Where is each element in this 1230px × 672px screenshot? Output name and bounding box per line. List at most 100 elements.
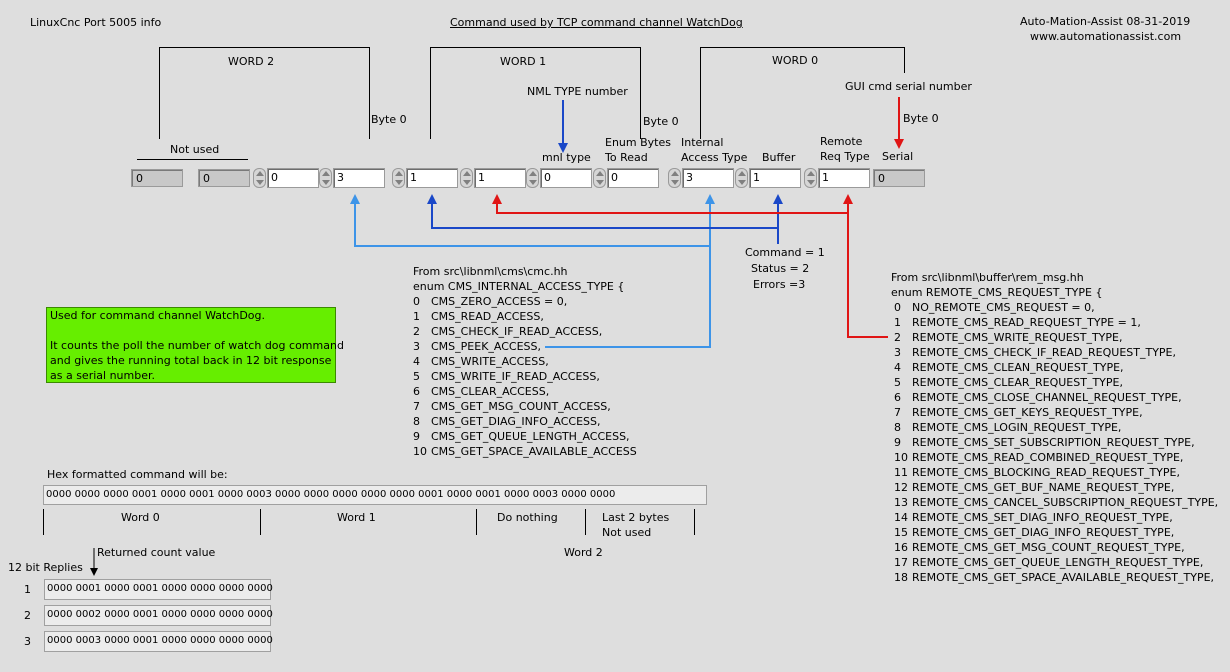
word2-bracket-left [159, 47, 160, 139]
returned-count-label: Returned count value [97, 546, 216, 559]
down-arrow-icon[interactable] [256, 180, 264, 185]
rem-enum-number: 4 [894, 361, 901, 374]
not-used-label: Not used [170, 143, 220, 156]
buffer-control[interactable]: 1 [735, 168, 801, 188]
reply-row-number: 3 [24, 635, 31, 648]
cmc-enum-number: 3 [413, 340, 420, 353]
rem-enum-item: REMOTE_CMS_CLOSE_CHANNEL_REQUEST_TYPE, [912, 391, 1182, 404]
hex-word2-label: Word 2 [564, 546, 603, 559]
serial-indicator-value: 0 [878, 172, 885, 185]
spinner-arrows[interactable] [593, 168, 606, 188]
numeric-field[interactable]: 0 [540, 168, 592, 188]
mnl-type-label: mnl type [542, 151, 591, 164]
note-line-4: as a serial number. [50, 369, 155, 382]
remote-label-2: Req Type [820, 150, 870, 163]
up-arrow-icon[interactable] [395, 171, 403, 176]
rem-enum-number: 0 [894, 301, 901, 314]
cmc-enum-item: CMS_GET_DIAG_INFO_ACCESS, [431, 415, 601, 428]
rem-enum-line: enum REMOTE_CMS_REQUEST_TYPE { [891, 286, 1103, 299]
up-arrow-icon[interactable] [596, 171, 604, 176]
hex-last2-label-2: Not used [602, 526, 652, 539]
cmc-enum-item: CMS_PEEK_ACCESS, [431, 340, 542, 353]
word1-byte-control-1[interactable]: 1 [392, 168, 458, 188]
spinner-arrows[interactable] [319, 168, 332, 188]
reply-row-number: 2 [24, 609, 31, 622]
down-arrow-icon[interactable] [596, 180, 604, 185]
word2-byte-control-1[interactable]: 0 [253, 168, 319, 188]
cmc-enum-number: 7 [413, 400, 420, 413]
command-legend: Command = 1 [745, 246, 825, 259]
rem-enum-item: REMOTE_CMS_SET_SUBSCRIPTION_REQUEST_TYPE… [912, 436, 1195, 449]
word2-bracket-right [369, 47, 370, 139]
down-arrow-icon[interactable] [529, 180, 537, 185]
cmc-enum-number: 8 [413, 415, 420, 428]
word1-red-connector [492, 194, 848, 214]
rem-enum-number: 13 [894, 496, 908, 509]
numeric-field[interactable]: 0 [607, 168, 659, 188]
down-arrow-icon[interactable] [807, 180, 815, 185]
peek-access-connector [545, 194, 715, 348]
rem-enum-item: REMOTE_CMS_READ_REQUEST_TYPE = 1, [912, 316, 1141, 329]
not-used-underline [137, 159, 248, 160]
spinner-arrows[interactable] [735, 168, 748, 188]
spinner-arrows[interactable] [526, 168, 539, 188]
cmc-enum-item: CMS_WRITE_IF_READ_ACCESS, [431, 370, 600, 383]
hex-last2-label-1: Last 2 bytes [602, 511, 670, 524]
cmc-enum-number: 2 [413, 325, 420, 338]
rem-enum-number: 5 [894, 376, 901, 389]
enum-bytes-control[interactable]: 0 [593, 168, 659, 188]
cmc-enum-item: CMS_ZERO_ACCESS = 0, [431, 295, 568, 308]
spinner-arrows[interactable] [668, 168, 681, 188]
cmc-enum-item: CMS_GET_SPACE_AVAILABLE_ACCESS [431, 445, 637, 458]
numeric-field[interactable]: 1 [406, 168, 458, 188]
up-arrow-icon[interactable] [671, 171, 679, 176]
note-line-3: and gives the running total back in 12 b… [50, 354, 332, 367]
spinner-arrows[interactable] [804, 168, 817, 188]
word1-byte-control-2[interactable]: 1 [460, 168, 526, 188]
hex-do-nothing-label: Do nothing [497, 511, 558, 524]
mnl-type-control[interactable]: 0 [526, 168, 592, 188]
rem-enum-number: 15 [894, 526, 908, 539]
numeric-field[interactable]: 3 [682, 168, 734, 188]
rem-enum-number: 17 [894, 556, 908, 569]
up-arrow-icon[interactable] [738, 171, 746, 176]
down-arrow-icon[interactable] [738, 180, 746, 185]
remote-req-control[interactable]: 1 [804, 168, 870, 188]
cmc-enum-number: 10 [413, 445, 427, 458]
port-info-title: LinuxCnc Port 5005 info [30, 16, 162, 29]
up-arrow-icon[interactable] [807, 171, 815, 176]
down-arrow-icon[interactable] [463, 180, 471, 185]
up-arrow-icon[interactable] [322, 171, 330, 176]
down-arrow-icon[interactable] [671, 180, 679, 185]
spinner-arrows[interactable] [460, 168, 473, 188]
up-arrow-icon[interactable] [463, 171, 471, 176]
numeric-field[interactable]: 1 [474, 168, 526, 188]
reply-value-field: 0000 0003 0000 0001 0000 0000 0000 0000 [44, 631, 273, 652]
cmc-source: From src\libnml\cms\cmc.hh [413, 265, 568, 278]
up-arrow-icon[interactable] [256, 171, 264, 176]
spinner-arrows[interactable] [253, 168, 266, 188]
rem-enum-number: 18 [894, 571, 908, 584]
rem-enum-item: REMOTE_CMS_GET_MSG_COUNT_REQUEST_TYPE, [912, 541, 1185, 554]
word0-byte0-label: Byte 0 [903, 112, 939, 125]
replies-label: 12 bit Replies [8, 561, 83, 574]
down-arrow-icon[interactable] [322, 180, 330, 185]
internal-access-control[interactable]: 3 [668, 168, 734, 188]
spinner-arrows[interactable] [392, 168, 405, 188]
word1-bracket-left [430, 47, 431, 139]
company-date: Auto-Mation-Assist 08-31-2019 [1020, 15, 1191, 28]
reply-value-field: 0000 0001 0000 0001 0000 0000 0000 0000 [44, 579, 273, 600]
cmc-enum-item: CMS_GET_QUEUE_LENGTH_ACCESS, [431, 430, 630, 443]
rem-enum-item: REMOTE_CMS_GET_DIAG_INFO_REQUEST_TYPE, [912, 526, 1175, 539]
down-arrow-icon[interactable] [395, 180, 403, 185]
numeric-field[interactable]: 3 [333, 168, 385, 188]
numeric-field[interactable]: 1 [818, 168, 870, 188]
not-used-indicator-1-value: 0 [136, 172, 143, 185]
numeric-field[interactable]: 1 [749, 168, 801, 188]
reply-value: 0000 0001 0000 0001 0000 0000 0000 0000 [47, 583, 273, 594]
word2-byte-control-2[interactable]: 3 [319, 168, 385, 188]
numeric-field[interactable]: 0 [267, 168, 319, 188]
up-arrow-icon[interactable] [529, 171, 537, 176]
remote-label-1: Remote [820, 135, 863, 148]
